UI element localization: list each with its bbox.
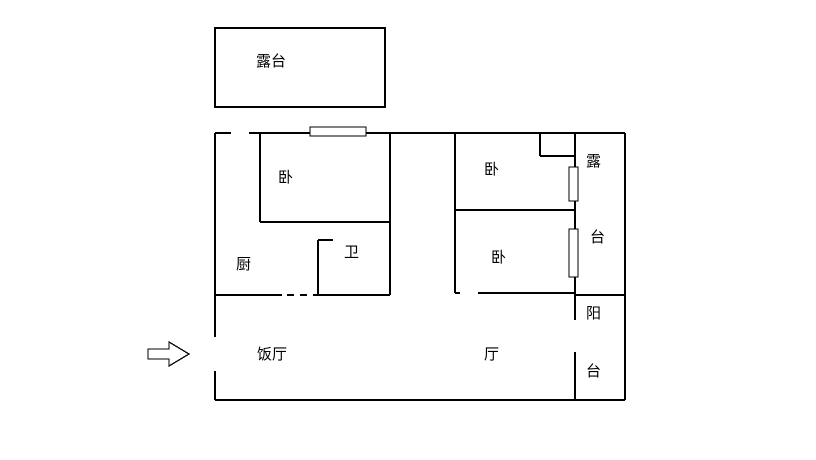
bedroom-mid-right-label: 卧 xyxy=(491,248,506,266)
living-room-label: 厅 xyxy=(484,345,499,363)
bathroom-label: 卫 xyxy=(344,243,359,261)
kitchen-label: 厨 xyxy=(236,255,251,273)
terrace-right-label-1: 露 xyxy=(586,152,601,170)
balcony-label-2: 台 xyxy=(586,362,601,380)
terrace-top-outline xyxy=(214,27,386,108)
terrace-top-label: 露台 xyxy=(256,52,286,70)
windows xyxy=(309,126,579,278)
window xyxy=(309,126,367,137)
room-labels: 露台 卧 卧 露 台 卧 厨 卫 阳 饭厅 厅 台 xyxy=(236,52,605,380)
dining-room-label: 饭厅 xyxy=(257,345,287,363)
bedroom-left-label: 卧 xyxy=(278,168,293,186)
balcony-label-1: 阳 xyxy=(586,304,601,322)
window xyxy=(568,228,579,278)
entrance-arrow-icon xyxy=(147,340,191,368)
bedroom-top-right-label: 卧 xyxy=(484,160,499,178)
window xyxy=(568,166,579,202)
terrace-right-label-2: 台 xyxy=(590,228,605,246)
